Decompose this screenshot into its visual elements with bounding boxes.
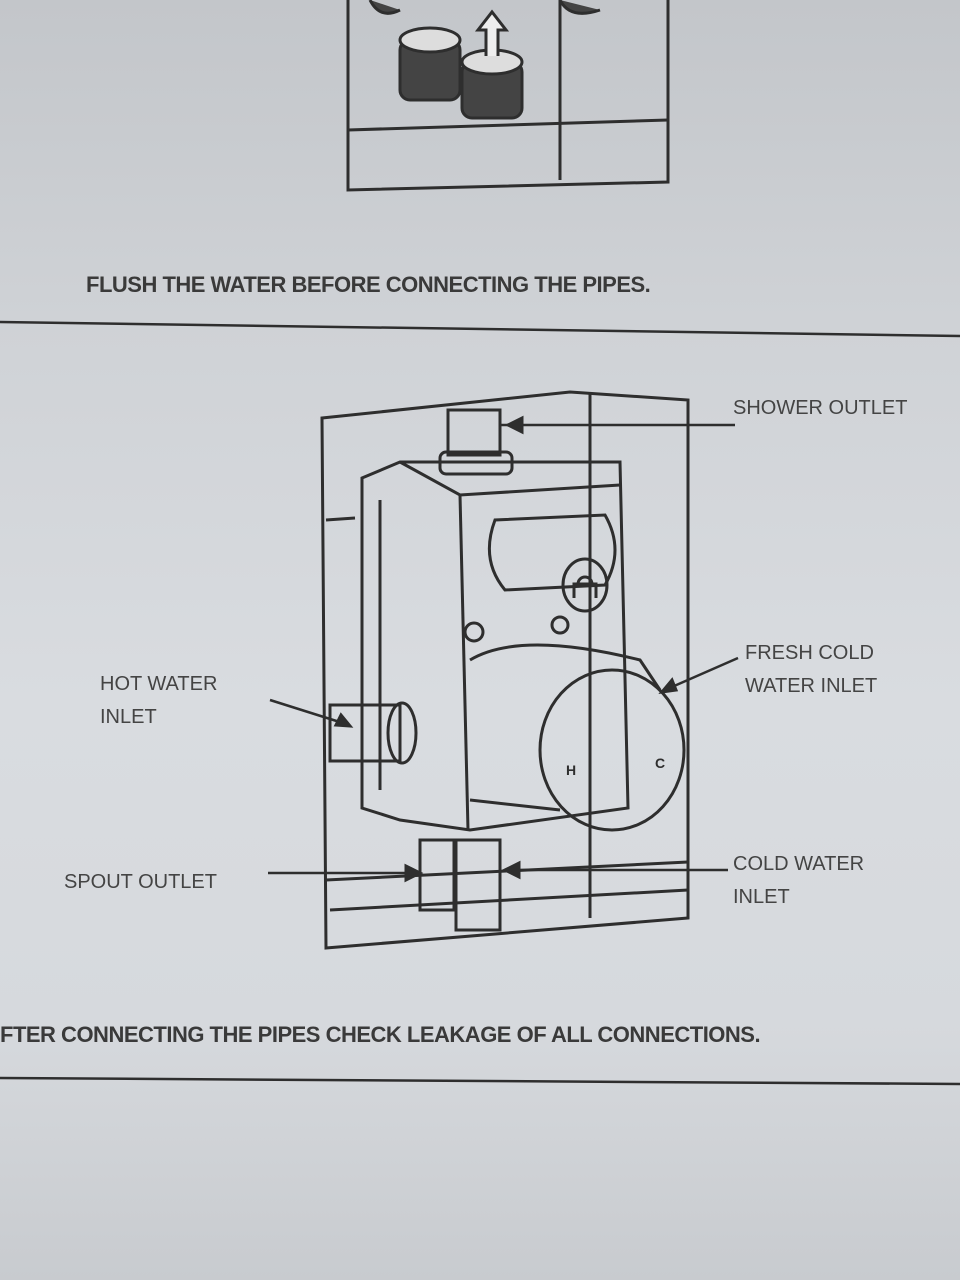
label-hot-water-inlet: HOT WATER INLET <box>100 668 217 734</box>
label-line: COLD WATER <box>733 853 865 875</box>
label-cold-water-inlet: COLD WATER INLET <box>733 848 864 914</box>
label-fresh-cold-water-inlet: FRESH COLD WATER INLET <box>745 637 877 703</box>
knob-mark-cold: C <box>655 755 665 771</box>
divider-top <box>0 320 960 338</box>
label-line: WATER INLET <box>745 675 878 697</box>
label-line: FRESH COLD <box>745 642 874 664</box>
label-line: HOT WATER <box>100 673 218 695</box>
divider-bottom <box>0 1076 960 1086</box>
flush-illustration <box>346 0 670 192</box>
label-spout-outlet: SPOUT OUTLET <box>64 871 217 893</box>
label-line: INLET <box>100 706 157 728</box>
instruction-flush: FLUSH THE WATER BEFORE CONNECTING THE PI… <box>86 272 651 297</box>
instruction-check-leakage: FTER CONNECTING THE PIPES CHECK LEAKAGE … <box>0 1022 761 1047</box>
label-shower-outlet: SHOWER OUTLET <box>733 397 908 419</box>
label-line: INLET <box>733 886 790 908</box>
knob-mark-hot: H <box>566 762 576 778</box>
mixer-valve-diagram <box>268 390 739 950</box>
